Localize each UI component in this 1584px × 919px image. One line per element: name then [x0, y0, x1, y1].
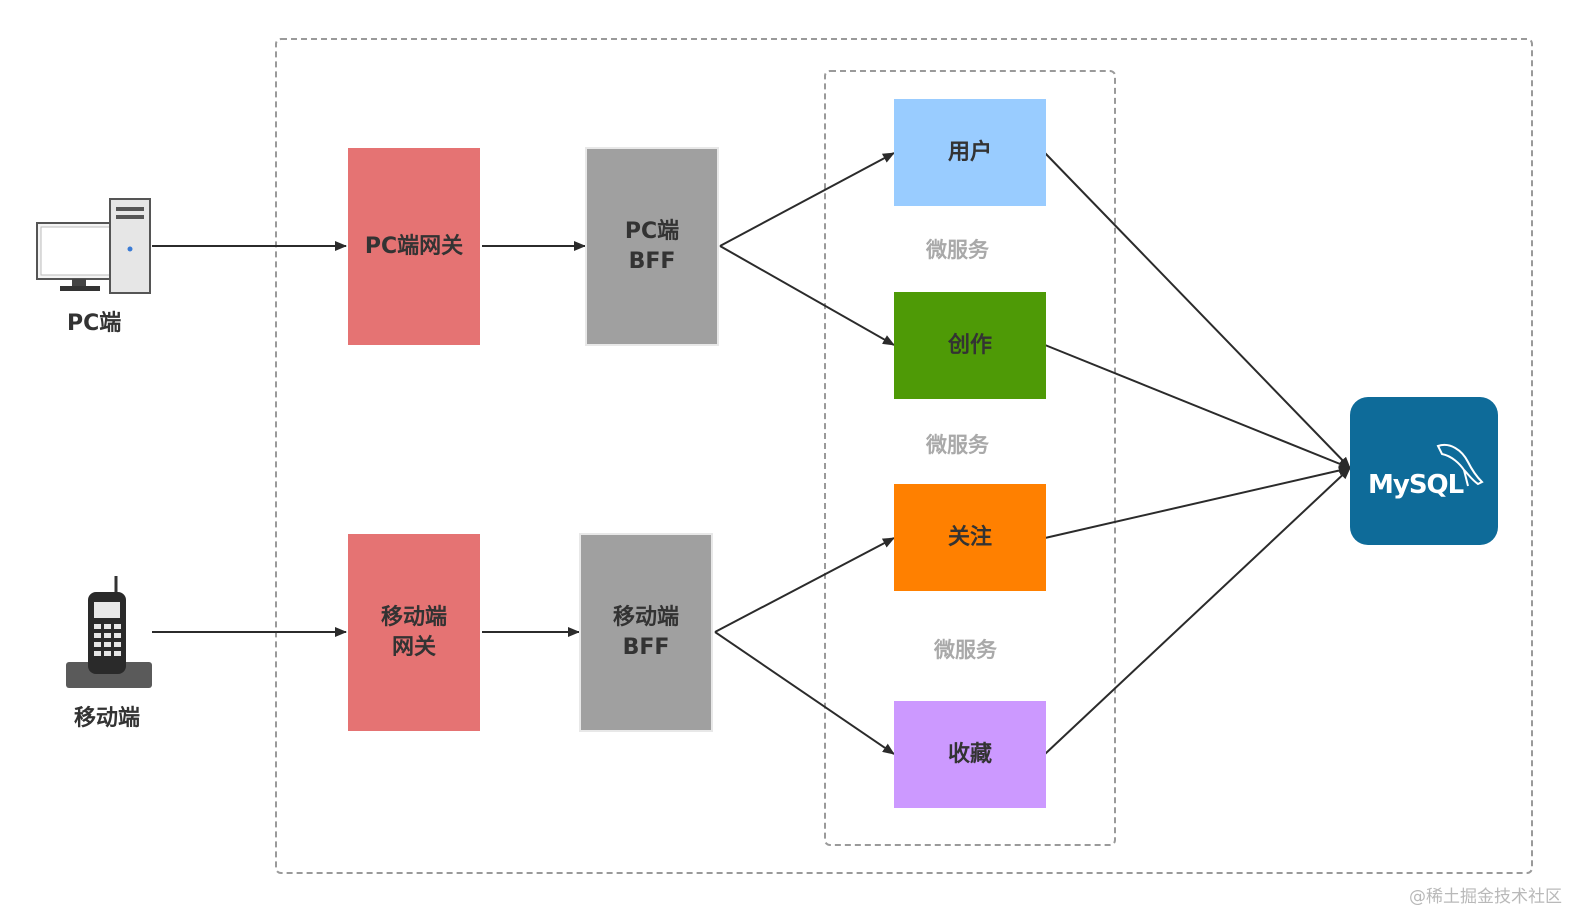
- arrow-mobbff-to-favorite: [714, 631, 895, 755]
- system-boundary: [275, 38, 1533, 874]
- mobile-gateway-box: 移动端 网关: [348, 534, 480, 731]
- user-service-box: 用户: [894, 99, 1046, 206]
- microservice-boundary: [824, 70, 1116, 846]
- microservice-label: 微服务: [926, 238, 989, 262]
- mobile-client-label: 移动端: [74, 706, 141, 731]
- follow-service-box: 关注: [894, 484, 1046, 591]
- create-service-box: 创作: [894, 292, 1046, 399]
- mysql-label: MySQL: [1368, 470, 1464, 500]
- cordless-phone-icon: [66, 576, 152, 688]
- microservice-label: 微服务: [926, 433, 989, 457]
- mysql-dolphin-icon: [1436, 444, 1484, 487]
- arrow-favorite-to-mysql: [1044, 467, 1351, 755]
- pc-gateway-box: PC端网关: [348, 148, 480, 345]
- arrow-pcbff-to-user: [719, 152, 895, 247]
- arrow-mobbff-to-follow: [714, 537, 895, 633]
- arrow-follow-to-mysql: [1044, 465, 1351, 539]
- mobile-bff-box: 移动端 BFF: [579, 533, 713, 732]
- pc-client-label: PC端: [67, 311, 122, 336]
- favorite-service-box: 收藏: [894, 701, 1046, 808]
- watermark: @稀土掘金技术社区: [1409, 887, 1562, 907]
- pc-bff-box: PC端 BFF: [585, 147, 719, 346]
- arrow-user-to-mysql: [1044, 152, 1351, 469]
- arrow-create-to-mysql: [1044, 344, 1351, 469]
- arrow-pcbff-to-create: [719, 245, 895, 346]
- desktop-computer-icon: [36, 198, 151, 294]
- microservice-label: 微服务: [934, 638, 997, 662]
